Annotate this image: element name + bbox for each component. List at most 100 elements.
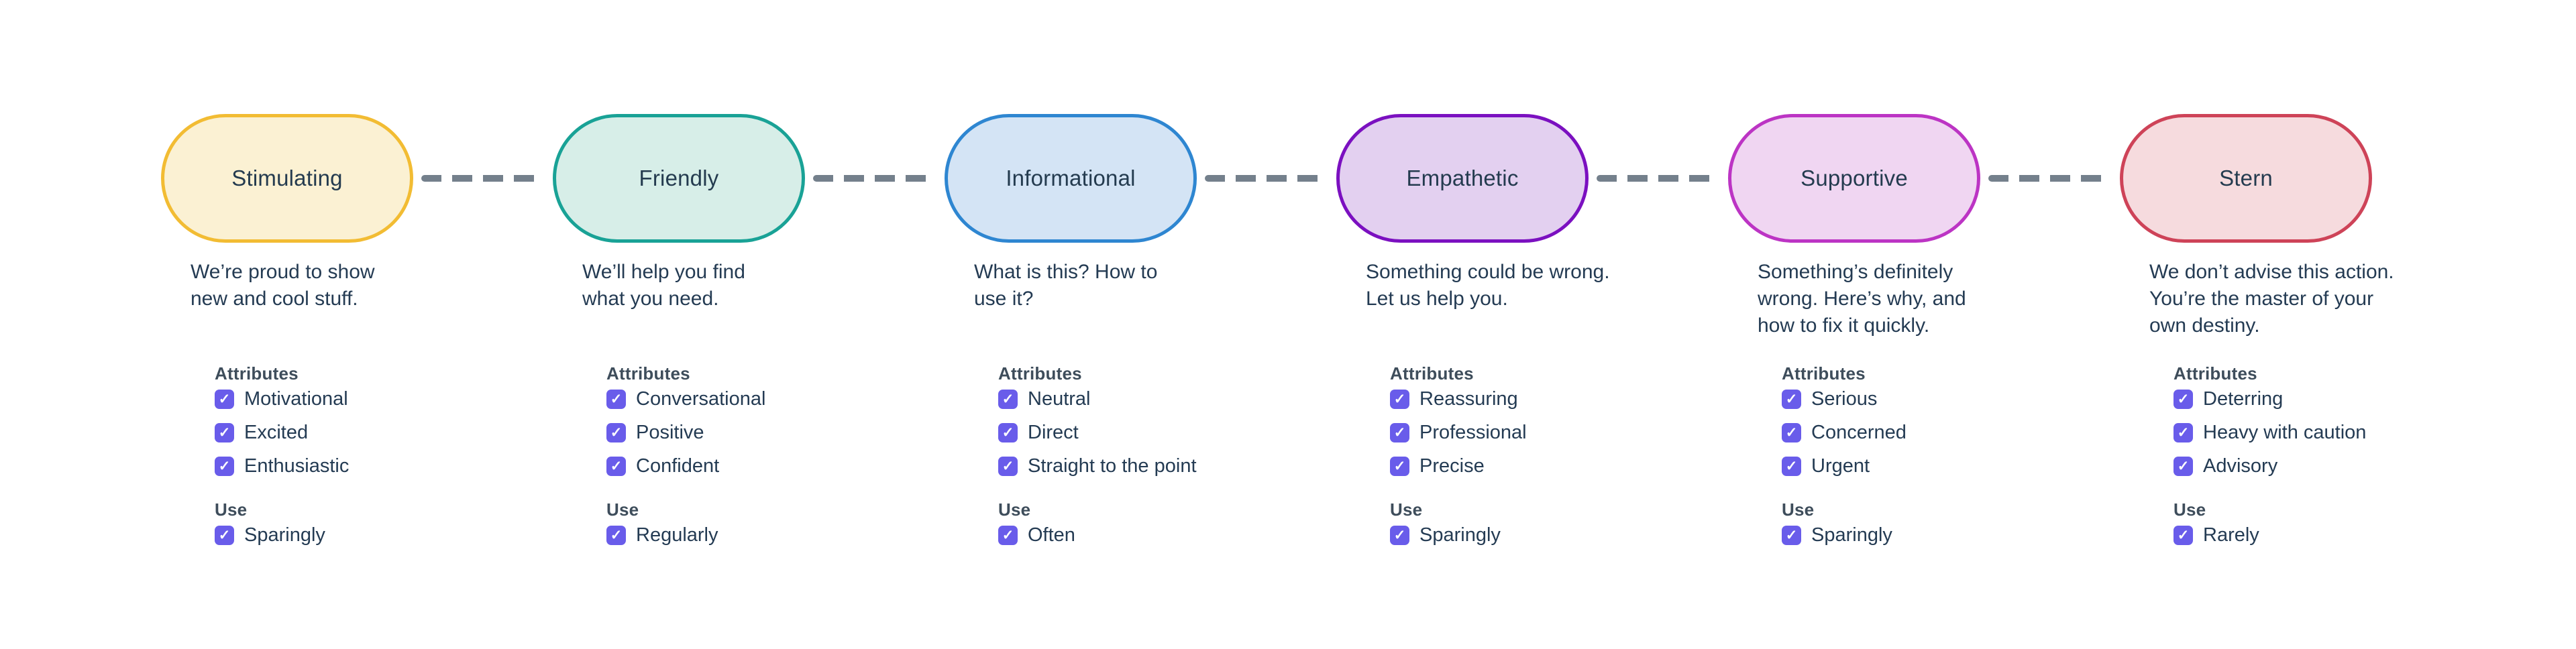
tone-pill[interactable]: Stimulating: [161, 114, 413, 243]
checkbox-checked[interactable]: ✓: [1782, 390, 1801, 409]
checkbox-checked[interactable]: ✓: [606, 390, 626, 409]
use-section: Use ✓ Sparingly: [1782, 500, 2090, 546]
checkbox-checked[interactable]: ✓: [2174, 390, 2193, 409]
use-label: Sparingly: [1419, 524, 1501, 546]
check-icon: ✓: [610, 528, 623, 543]
use-heading: Use: [606, 499, 639, 520]
tone-pill[interactable]: Informational: [945, 114, 1197, 243]
use-item: ✓ Sparingly: [1782, 524, 2090, 546]
check-icon: ✓: [1002, 459, 1014, 474]
tone-pill-label: Empathetic: [1406, 166, 1519, 190]
attribute-item: ✓ Reassuring: [1390, 388, 1699, 410]
attributes-section: Attributes ✓ Serious ✓ Concerned ✓ Urgen…: [1782, 364, 2090, 477]
check-icon: ✓: [2177, 459, 2190, 474]
attribute-label: Serious: [1811, 388, 1878, 410]
tone-pill-label: Friendly: [639, 166, 719, 190]
tone-description: We don’t advise this action. You’re the …: [2149, 261, 2394, 337]
attribute-item: ✓ Professional: [1390, 422, 1699, 443]
checkbox-checked[interactable]: ✓: [2174, 423, 2193, 442]
attributes-section: Attributes ✓ Motivational ✓ Excited ✓ En…: [215, 363, 523, 477]
checkbox-checked[interactable]: ✓: [1782, 423, 1801, 442]
check-icon: ✓: [1785, 425, 1798, 440]
tone-pill[interactable]: Supportive: [1728, 114, 1980, 243]
check-icon: ✓: [1002, 528, 1014, 543]
tone-pill-label: Stern: [2219, 166, 2273, 190]
check-icon: ✓: [610, 425, 623, 440]
check-icon: ✓: [1785, 528, 1798, 543]
tone-column-empathetic: Empathetic Something could be wrong. Let…: [1336, 0, 1712, 649]
use-heading: Use: [215, 499, 248, 520]
attributes-heading: Attributes: [998, 363, 1082, 384]
check-icon: ✓: [218, 459, 231, 474]
dashed-connector: [1597, 175, 1720, 182]
tone-description: We’ll help you find what you need.: [582, 261, 745, 310]
attribute-label: Enthusiastic: [244, 455, 350, 477]
use-label: Often: [1028, 524, 1075, 546]
attributes-heading: Attributes: [606, 363, 690, 384]
use-section: Use ✓ Often: [998, 499, 1307, 546]
checkbox-checked[interactable]: ✓: [1782, 526, 1801, 545]
attribute-label: Deterring: [2203, 388, 2284, 410]
use-label: Sparingly: [244, 524, 325, 546]
tone-pill-label: Stimulating: [231, 166, 343, 190]
check-icon: ✓: [1785, 392, 1798, 407]
use-section: Use ✓ Sparingly: [1390, 499, 1699, 546]
tone-pill-label: Informational: [1006, 166, 1136, 190]
attributes-heading: Attributes: [215, 363, 299, 384]
attributes-heading: Attributes: [1390, 363, 1474, 384]
checkbox-checked[interactable]: ✓: [2174, 457, 2193, 476]
tone-description: Something could be wrong. Let us help yo…: [1366, 261, 1610, 310]
use-section: Use ✓ Rarely: [2174, 500, 2482, 546]
use-label: Regularly: [636, 524, 718, 546]
checkbox-checked[interactable]: ✓: [215, 390, 234, 409]
checkbox-checked[interactable]: ✓: [606, 526, 626, 545]
check-icon: ✓: [218, 528, 231, 543]
checkbox-checked[interactable]: ✓: [606, 423, 626, 442]
tone-pill[interactable]: Empathetic: [1336, 114, 1589, 243]
use-section: Use ✓ Regularly: [606, 499, 915, 546]
attribute-label: Excited: [244, 422, 309, 443]
checkbox-checked[interactable]: ✓: [606, 457, 626, 476]
attribute-item: ✓ Positive: [606, 422, 915, 443]
tone-column-friendly: Friendly We’ll help you find what you ne…: [553, 0, 928, 649]
use-item: ✓ Sparingly: [215, 524, 523, 546]
checkbox-checked[interactable]: ✓: [1390, 423, 1409, 442]
attribute-item: ✓ Advisory: [2174, 455, 2482, 477]
use-heading: Use: [998, 499, 1031, 520]
checkbox-checked[interactable]: ✓: [215, 526, 234, 545]
checkbox-checked[interactable]: ✓: [2174, 526, 2193, 545]
checkbox-checked[interactable]: ✓: [998, 457, 1018, 476]
checkbox-checked[interactable]: ✓: [1782, 457, 1801, 476]
attributes-section: Attributes ✓ Neutral ✓ Direct ✓ Straight…: [998, 363, 1307, 477]
dashed-connector: [421, 175, 545, 182]
tone-column-supportive: Supportive Something’s definitely wrong.…: [1728, 0, 2104, 649]
attribute-label: Motivational: [244, 388, 348, 410]
attribute-label: Straight to the point: [1028, 455, 1197, 477]
tone-column-stern: Stern We don’t advise this action. You’r…: [2120, 0, 2496, 649]
check-icon: ✓: [1393, 528, 1406, 543]
tone-description: We’re proud to show new and cool stuff.: [191, 261, 375, 310]
use-item: ✓ Sparingly: [1390, 524, 1699, 546]
attribute-item: ✓ Enthusiastic: [215, 455, 523, 477]
check-icon: ✓: [610, 392, 623, 407]
checkbox-checked[interactable]: ✓: [998, 526, 1018, 545]
checkbox-checked[interactable]: ✓: [1390, 526, 1409, 545]
attribute-label: Advisory: [2203, 455, 2278, 477]
checkbox-checked[interactable]: ✓: [1390, 390, 1409, 409]
tone-pill[interactable]: Stern: [2120, 114, 2372, 243]
checkbox-checked[interactable]: ✓: [998, 390, 1018, 409]
tone-description: What is this? How to use it?: [974, 261, 1158, 310]
attribute-item: ✓ Direct: [998, 422, 1307, 443]
tone-pill[interactable]: Friendly: [553, 114, 805, 243]
use-heading: Use: [1390, 499, 1423, 520]
checkbox-checked[interactable]: ✓: [215, 423, 234, 442]
checkbox-checked[interactable]: ✓: [1390, 457, 1409, 476]
checkbox-checked[interactable]: ✓: [998, 423, 1018, 442]
dashed-connector: [813, 175, 936, 182]
attribute-label: Urgent: [1811, 455, 1870, 477]
attribute-label: Reassuring: [1419, 388, 1518, 410]
checkbox-checked[interactable]: ✓: [215, 457, 234, 476]
attribute-label: Confident: [636, 455, 720, 477]
check-icon: ✓: [2177, 425, 2190, 440]
attribute-item: ✓ Concerned: [1782, 422, 2090, 443]
